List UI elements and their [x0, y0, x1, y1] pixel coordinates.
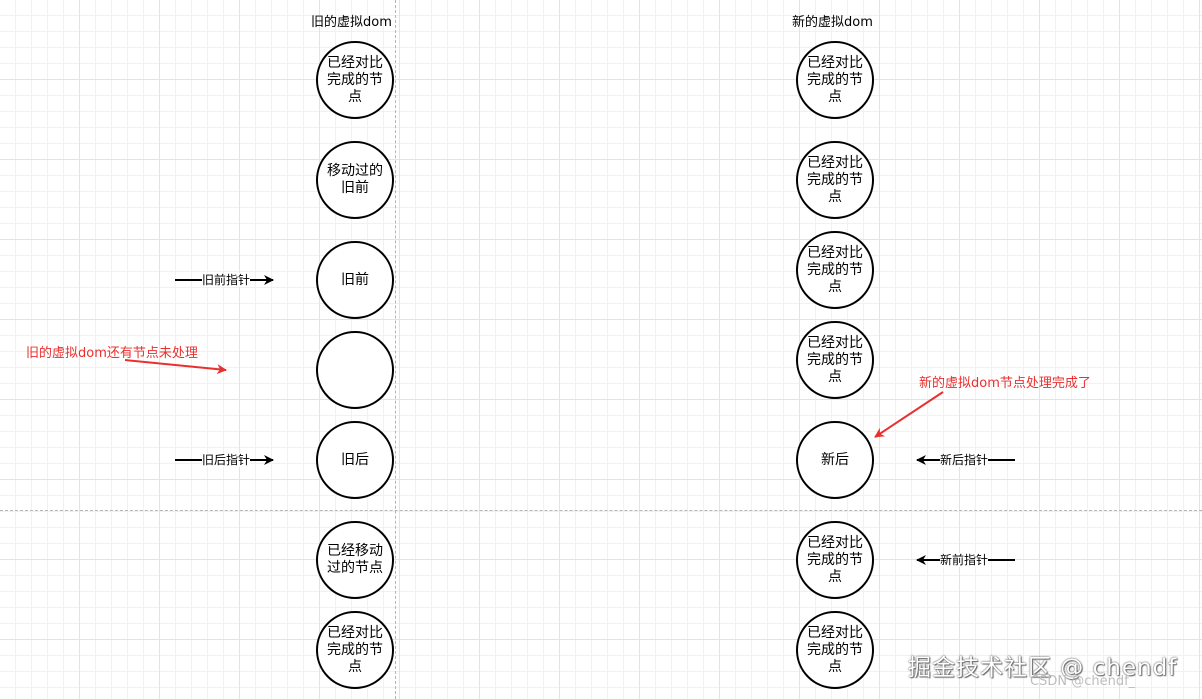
- new-node-7-label: 已经对比完成的节点: [807, 624, 863, 675]
- old-node-3-label: 旧前: [341, 271, 369, 288]
- new-column-title: 新的虚拟dom: [792, 15, 873, 30]
- new-node-5-label: 新后: [821, 451, 849, 468]
- old-node-1-label: 已经对比完成的节点: [327, 54, 383, 105]
- watermark-csdn: CSDN @chendf_: [1030, 674, 1136, 689]
- old-node-7-label: 已经对比完成的节点: [327, 624, 383, 675]
- new-node-6: 已经对比完成的节点: [796, 521, 874, 599]
- watermark-juejin: 掘金技术社区 @ chendf: [908, 655, 1178, 681]
- new-node-5: 新后: [796, 421, 874, 499]
- horizontal-guide-line: [0, 510, 1202, 511]
- old-node-6-label: 已经移动过的节点: [327, 543, 383, 576]
- new-node-6-label: 已经对比完成的节点: [807, 534, 863, 585]
- old-node-6: 已经移动过的节点: [316, 521, 394, 599]
- new-node-3: 已经对比完成的节点: [796, 231, 874, 309]
- old-node-2-label: 移动过的旧前: [327, 163, 383, 196]
- old-node-2: 移动过的旧前: [316, 141, 394, 219]
- new-node-4: 已经对比完成的节点: [796, 321, 874, 399]
- old-column-title: 旧的虚拟dom: [311, 15, 392, 30]
- old-back-pointer-label: 旧后指针: [202, 453, 251, 467]
- old-front-pointer-label: 旧前指针: [202, 273, 251, 287]
- old-node-5: 旧后: [316, 421, 394, 499]
- new-node-1: 已经对比完成的节点: [796, 41, 874, 119]
- old-node-4: [316, 331, 394, 409]
- new-done-annotation-arrow: [874, 391, 944, 438]
- old-node-3: 旧前: [316, 241, 394, 319]
- old-node-5-label: 旧后: [341, 451, 369, 468]
- new-node-3-label: 已经对比完成的节点: [807, 244, 863, 295]
- vertical-guide-line: [395, 0, 396, 699]
- new-back-pointer-label: 新后指针: [940, 453, 989, 467]
- new-node-2-label: 已经对比完成的节点: [807, 154, 863, 205]
- new-front-pointer-label: 新前指针: [940, 553, 989, 567]
- new-node-1-label: 已经对比完成的节点: [807, 54, 863, 105]
- new-node-2: 已经对比完成的节点: [796, 141, 874, 219]
- old-node-1: 已经对比完成的节点: [316, 41, 394, 119]
- old-node-7: 已经对比完成的节点: [316, 611, 394, 689]
- old-remaining-annotation-arrow: [124, 359, 227, 375]
- new-node-7: 已经对比完成的节点: [796, 611, 874, 689]
- old-remaining-annotation: 旧的虚拟dom还有节点未处理: [26, 346, 198, 361]
- new-node-4-label: 已经对比完成的节点: [807, 334, 863, 385]
- new-done-annotation: 新的虚拟dom节点处理完成了: [919, 376, 1091, 391]
